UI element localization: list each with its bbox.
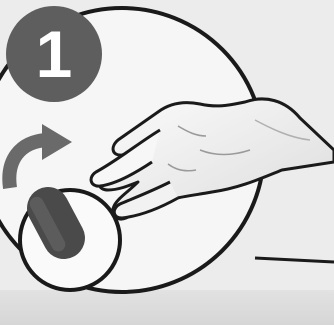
floor-band [0,290,334,325]
step-number: 1 [36,21,73,87]
step-number-badge: 1 [6,6,102,102]
